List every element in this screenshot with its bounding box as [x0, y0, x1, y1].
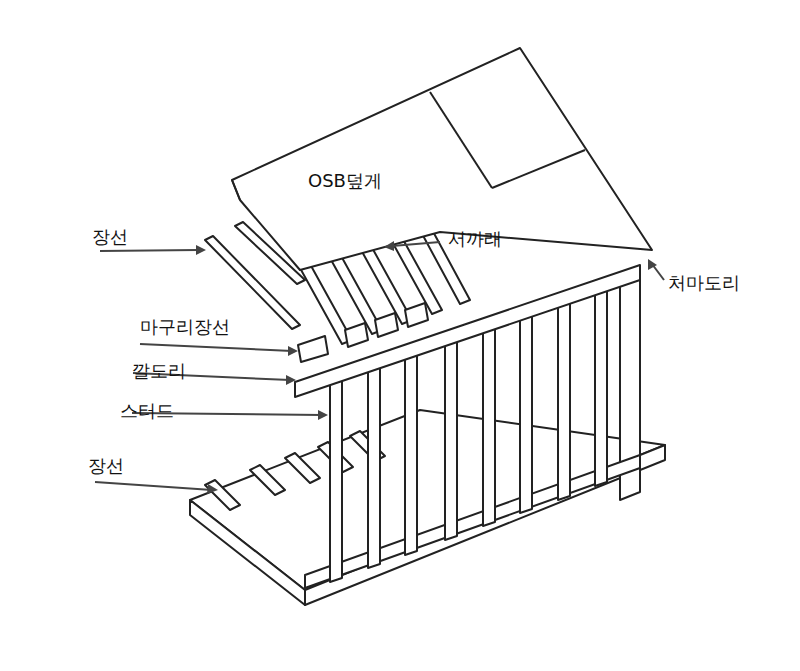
part-label: 장선 [88, 455, 124, 477]
part-label: 장선 [92, 226, 128, 248]
part-label: 깔도리 [132, 360, 186, 382]
floor-rim [190, 500, 305, 605]
part-label: 서까래 [448, 228, 502, 250]
part-label: 마구리장선 [140, 316, 230, 338]
rim-block [298, 336, 328, 362]
part-label: 스터드 [120, 400, 174, 422]
leader-lines [95, 242, 664, 490]
osb-sheathing [232, 48, 652, 270]
panel-joint [430, 92, 492, 188]
panel-joint [492, 150, 585, 188]
bottom-plate [305, 455, 640, 588]
part-label: 처마도리 [668, 272, 740, 294]
floor-joists [205, 431, 385, 510]
leader-arrowheads [196, 241, 657, 494]
sheathing-label: OSB덮게 [308, 170, 382, 192]
